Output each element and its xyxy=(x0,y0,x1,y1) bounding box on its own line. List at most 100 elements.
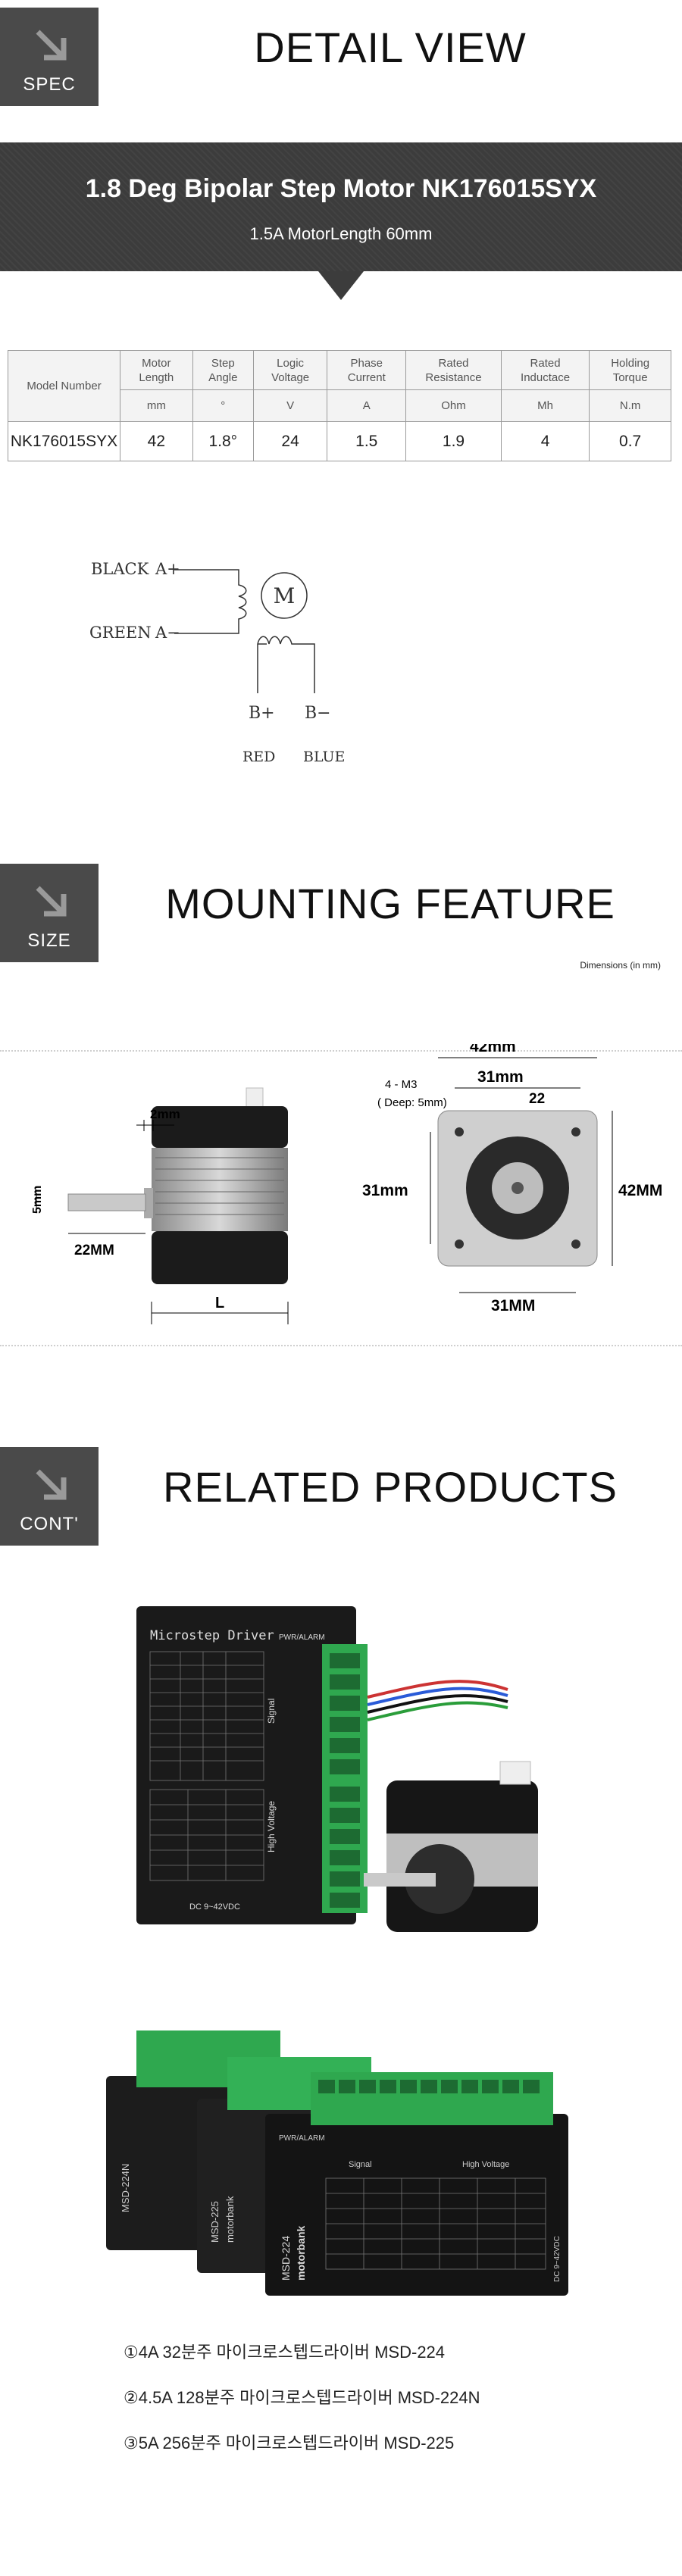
spec-tag-label: SPEC xyxy=(23,74,76,95)
header-phase-current: Phase Current xyxy=(327,350,407,390)
driver-title: Microstep Driver xyxy=(150,1628,274,1643)
cont-tag: CONT' xyxy=(0,1447,99,1546)
model-front: MSD-224 xyxy=(280,2236,292,2281)
driver-motor-image: Microstep Driver PWR/ALARM Signal High V… xyxy=(136,1606,538,1932)
dim-length: L xyxy=(215,1295,224,1311)
dim-42mm-right: 42MM xyxy=(618,1182,662,1199)
label-blue: BLUE xyxy=(303,749,345,765)
wiring-diagram: BLACK A+ GREEN A− M B+ B− RED BLUE xyxy=(89,560,345,765)
header-rated-resistance: Rated Resistance xyxy=(405,350,502,390)
dim-5mm: 5mm xyxy=(31,1186,44,1214)
motor-label: M xyxy=(274,583,296,608)
front-view-drawing: 42mm 31mm 22 4 - M3 ( Deep: 5mm) 31mm 42… xyxy=(362,1044,662,1315)
coil-a xyxy=(174,569,247,634)
divider xyxy=(0,1050,682,1052)
value-cell: 24 xyxy=(252,421,328,461)
motor-body xyxy=(152,1148,288,1231)
boss xyxy=(144,1188,153,1218)
signal-front: Signal xyxy=(349,2160,372,2169)
mounting-feature-title: MOUNTING FEATURE xyxy=(165,880,615,927)
three-drivers-image: MSD-224N MSD-225 motorbank PWR/ALARM Sig… xyxy=(106,2030,568,2296)
spec-tag: SPEC xyxy=(0,8,99,106)
label-red: RED xyxy=(242,749,275,765)
unit-cell: mm xyxy=(120,389,193,422)
motor-cap-bottom xyxy=(152,1231,288,1284)
mount-hole xyxy=(455,1240,464,1249)
model-number-header: Model Number xyxy=(8,350,120,422)
deep-label: ( Deep: 5mm) xyxy=(377,1096,447,1109)
label-b-minus: B− xyxy=(305,704,331,723)
label-b-plus: B+ xyxy=(249,704,275,723)
mount-hole xyxy=(455,1127,464,1136)
unit-cell: Ohm xyxy=(405,389,502,422)
signal-label: Signal xyxy=(266,1699,277,1724)
value-cell: 1.5 xyxy=(327,421,407,461)
value-cell: 1.9 xyxy=(405,421,502,461)
model-back: MSD-224N xyxy=(120,2164,131,2212)
cont-section-header: CONT' RELATED PRODUCTS xyxy=(0,1447,682,1546)
value-cell: 4 xyxy=(500,421,590,461)
side-view-drawing: 2mm 5mm 22MM L xyxy=(31,1087,289,1324)
dim-42mm-top: 42mm xyxy=(470,1044,516,1055)
divider xyxy=(0,1345,682,1346)
dc-label: DC 9~42VDC xyxy=(189,1902,240,1912)
brand-middle: motorbank xyxy=(224,2196,236,2243)
unit-cell: A xyxy=(327,389,407,422)
label-a-plus: A+ xyxy=(155,560,180,578)
connector xyxy=(246,1087,264,1110)
shaft-center xyxy=(512,1182,524,1194)
motor-photo-connector xyxy=(499,1761,531,1785)
motor-photo-face xyxy=(405,1844,474,1914)
size-tag: SIZE xyxy=(0,864,99,962)
banner-notch xyxy=(318,271,364,300)
header-step-angle: Step Angle xyxy=(192,350,254,390)
product-banner: 1.8 Deg Bipolar Step Motor NK176015SYX 1… xyxy=(0,142,682,271)
related-products-list: ①4A 32분주 마이크로스텝드라이버 MSD-224 ②4.5A 128분주 … xyxy=(124,2341,480,2478)
unit-cell: N.m xyxy=(589,389,671,422)
coil-b xyxy=(257,636,315,693)
screws-label: 4 - M3 xyxy=(385,1078,418,1091)
unit-cell: ° xyxy=(192,389,254,422)
alarm-front: PWR/ALARM xyxy=(279,2134,325,2143)
brand-front: motorbank xyxy=(295,2225,307,2281)
driver-unit-front: PWR/ALARM Signal High Voltage MSD-224 mo… xyxy=(265,2072,568,2296)
driver-body xyxy=(136,1606,356,1924)
dim-2mm: 2mm xyxy=(150,1107,180,1121)
size-section-header: SIZE MOUNTING FEATURE xyxy=(0,864,682,962)
model-middle: MSD-225 xyxy=(209,2201,221,2243)
unit-cell: Mh xyxy=(500,389,590,422)
arrow-down-right-icon xyxy=(36,1469,67,1500)
high-voltage-label: High Voltage xyxy=(266,1801,277,1852)
dim-31mm-bottom: 31MM xyxy=(491,1297,535,1315)
related-item-msd-225: ③5A 256분주 마이크로스텝드라이버 MSD-225 xyxy=(124,2434,455,2453)
dim-31mm-top: 31mm xyxy=(477,1068,524,1086)
motor-photo-shaft xyxy=(364,1873,436,1887)
product-title: 1.8 Deg Bipolar Step Motor NK176015SYX xyxy=(85,174,597,203)
hv-front: High Voltage xyxy=(462,2160,509,2169)
motor-symbol xyxy=(261,572,308,619)
model-number-value: NK176015SYX xyxy=(8,421,120,461)
dc-front: DC 9~42VDC xyxy=(553,2236,562,2282)
header-logic-voltage: Logic Voltage xyxy=(252,350,328,390)
related-products-title: RELATED PRODUCTS xyxy=(163,1463,618,1511)
header-rated-inductance: Rated Inductace xyxy=(500,350,590,390)
label-a-minus: A− xyxy=(155,624,180,642)
header-holding-torque: Holding Torque xyxy=(589,350,671,390)
arrow-down-right-icon xyxy=(36,886,67,917)
label-black: BLACK xyxy=(91,560,149,578)
arrow-down-right-icon xyxy=(36,30,67,61)
value-cell: 0.7 xyxy=(589,421,671,461)
dim-22-boss: 22 xyxy=(529,1091,545,1107)
spec-section-header: SPEC DETAIL VIEW xyxy=(0,8,682,106)
product-subtitle: 1.5A MotorLength 60mm xyxy=(249,224,433,243)
spec-table: Model Number Motor Length Step Angle Log… xyxy=(8,350,671,461)
unit-cell: V xyxy=(252,389,328,422)
value-cell: 1.8° xyxy=(192,421,254,461)
value-cell: 42 xyxy=(120,421,193,461)
detail-view-title: DETAIL VIEW xyxy=(254,23,527,71)
related-item-msd-224: ①4A 32분주 마이크로스텝드라이버 MSD-224 xyxy=(124,2343,446,2362)
dim-22mm: 22MM xyxy=(74,1243,114,1258)
dimensions-note: Dimensions (in mm) xyxy=(580,960,661,971)
dim-31mm-left: 31mm xyxy=(362,1182,408,1199)
size-tag-label: SIZE xyxy=(27,930,71,951)
